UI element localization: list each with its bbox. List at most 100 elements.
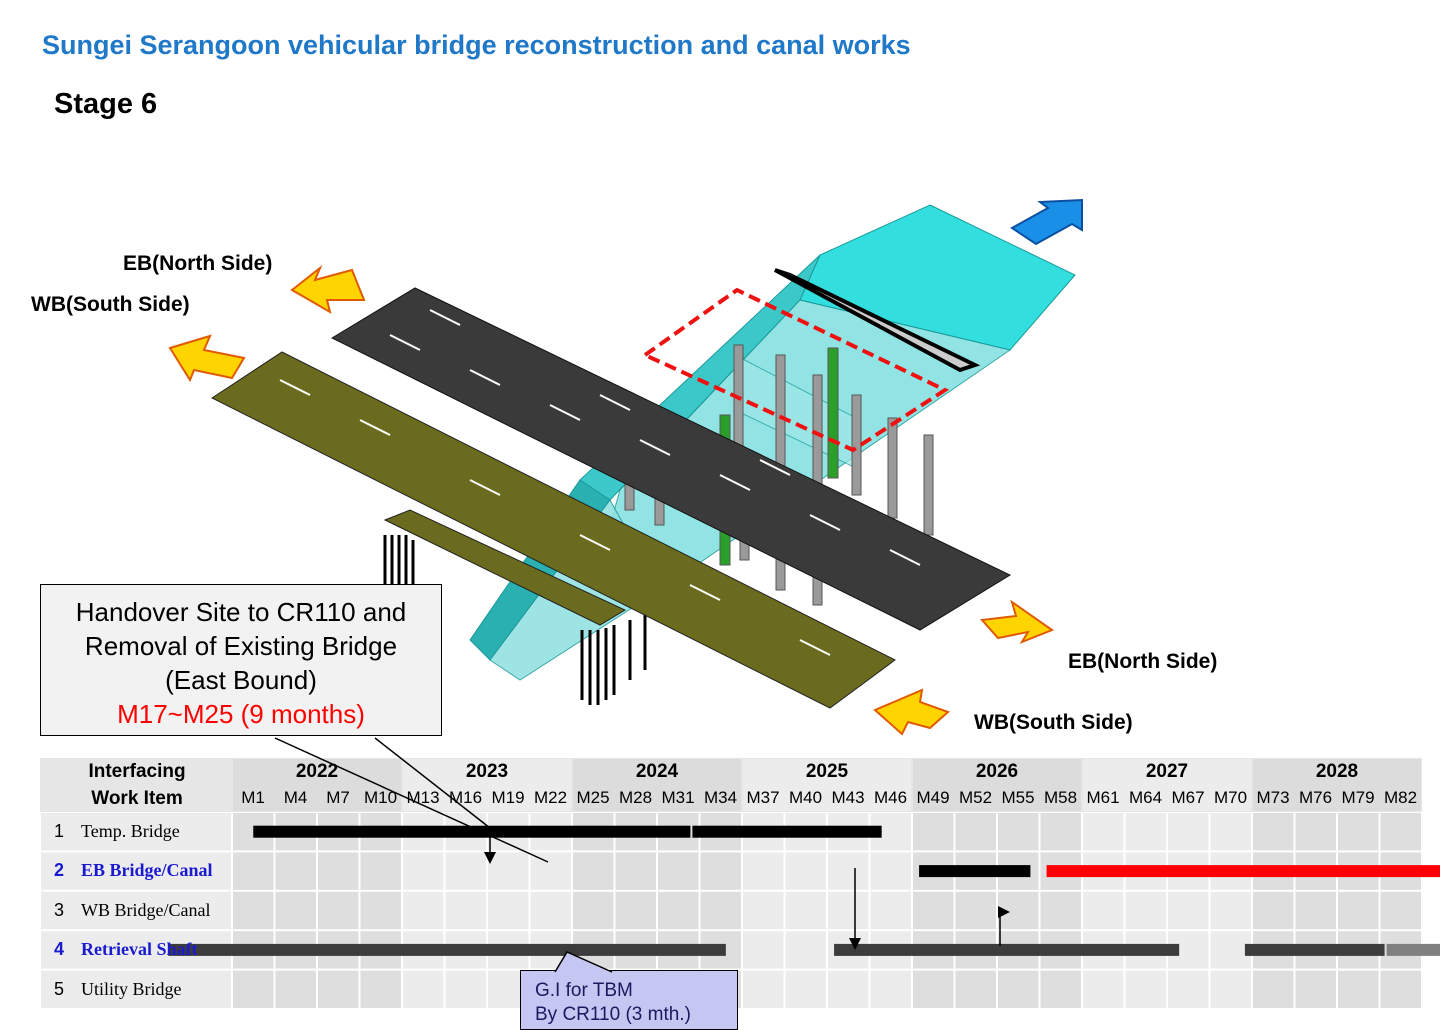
work-area-outline [641, 287, 950, 453]
month-label: M55 [1001, 788, 1035, 807]
month-label: M31 [661, 788, 695, 807]
gantt-bar [253, 825, 691, 838]
grid-cell [360, 891, 401, 930]
gi-note-line2: By CR110 (3 mth.) [535, 1004, 691, 1025]
row-number: 1 [53, 821, 64, 841]
grid-cell [1083, 813, 1124, 851]
grid-cell [828, 852, 869, 890]
grid-cell [700, 852, 741, 890]
grid-cell [785, 970, 826, 1008]
month-label: M4 [283, 788, 308, 807]
grid-cell [403, 852, 444, 890]
row-number: 5 [53, 978, 64, 999]
grid-cell [998, 813, 1039, 851]
month-label: M16 [448, 788, 483, 807]
grid-cell [1338, 970, 1379, 1008]
grid-cell [403, 891, 444, 930]
grid-cell [658, 891, 699, 930]
grid-cell [658, 852, 699, 890]
grid-cell [913, 813, 954, 851]
month-label: M7 [326, 788, 350, 807]
grid-cell [955, 970, 996, 1008]
year-cell [743, 759, 911, 811]
temp-bridge-deck [383, 509, 627, 626]
grid-cell [1210, 931, 1251, 969]
deck-lane-marks [279, 309, 921, 656]
gantt-bar [919, 865, 1031, 878]
grid-cell [1295, 970, 1336, 1008]
grid-cell [743, 970, 784, 1008]
month-label: M49 [916, 788, 950, 807]
grid-cell [1338, 813, 1379, 851]
month-label: M10 [363, 788, 398, 807]
grid-cell [913, 970, 954, 1008]
grid-cell [955, 813, 996, 851]
wb-south-label-top: WB(South Side) [31, 293, 190, 316]
month-label: M52 [958, 788, 993, 807]
month-label: M70 [1213, 788, 1248, 807]
grid-cell [1295, 891, 1336, 930]
month-label: M37 [746, 788, 780, 807]
grid-cell [955, 891, 996, 930]
wb-bridge-deck [211, 351, 896, 709]
year-cell [1253, 759, 1421, 811]
grid-cell [870, 891, 911, 930]
grid-cell [1380, 891, 1421, 930]
row-number: 4 [53, 939, 64, 960]
month-label: M40 [788, 788, 823, 807]
row-number: 3 [53, 899, 64, 920]
month-label: M13 [406, 788, 440, 807]
temp-bridge-piles [383, 535, 647, 705]
grid-cell [233, 852, 274, 890]
row-label: WB Bridge/Canal [81, 899, 211, 920]
row-label: Temp. Bridge [81, 821, 180, 841]
grid-cell [445, 970, 486, 1008]
grid-cell [233, 891, 274, 930]
grid-cell [1168, 970, 1209, 1008]
arrow-eb-top-icon [290, 264, 366, 315]
month-label: M25 [576, 788, 610, 807]
grid-cell [1083, 891, 1124, 930]
handover-callout: Handover Site to CR110 and Removal of Ex… [40, 584, 442, 736]
utility-bridge [774, 268, 981, 373]
grid-cell [1253, 891, 1294, 930]
gantt-bar [168, 943, 726, 956]
row-number: 2 [53, 860, 64, 881]
grid-cell [318, 970, 359, 1008]
arrow-flow-icon [1010, 198, 1083, 246]
grid-cell [870, 852, 911, 890]
grid-cell [1168, 891, 1209, 930]
grid-cell [1338, 891, 1379, 930]
callout-line3: (East Bound) [165, 665, 317, 695]
grid-cell [1210, 891, 1251, 930]
year-label: 2026 [975, 761, 1019, 782]
grid-cell [275, 891, 316, 930]
grid-cell [318, 852, 359, 890]
grid-cell [1295, 813, 1336, 851]
grid-cell [870, 970, 911, 1008]
year-cell [913, 759, 1081, 811]
gi-note-line1: G.I for TBM [535, 980, 633, 1001]
year-label: 2027 [1145, 761, 1189, 782]
month-label: M1 [241, 788, 265, 807]
grid-cell [1040, 970, 1081, 1008]
eb-north-label-top: EB(North Side) [123, 252, 273, 275]
gantt-bar [834, 943, 1180, 956]
grid-cell [1083, 970, 1124, 1008]
grid-cell [530, 852, 571, 890]
year-label: 2025 [805, 761, 849, 782]
grid-cell [743, 852, 784, 890]
grid-cell [360, 852, 401, 890]
grid-cell [360, 970, 401, 1008]
grid-cell [445, 852, 486, 890]
stage-label: Stage 6 [54, 88, 158, 120]
grid-cell [913, 891, 954, 930]
month-label: M46 [873, 788, 908, 807]
row-label: EB Bridge/Canal [81, 860, 213, 881]
gi-tbm-note: G.I for TBM By CR110 (3 mth.) [520, 970, 738, 1030]
grid-cell [1210, 970, 1251, 1008]
gantt-bar [1244, 943, 1385, 956]
grid-cell [1380, 813, 1421, 851]
grid-cell [1168, 813, 1209, 851]
gantt-bar [692, 825, 882, 838]
